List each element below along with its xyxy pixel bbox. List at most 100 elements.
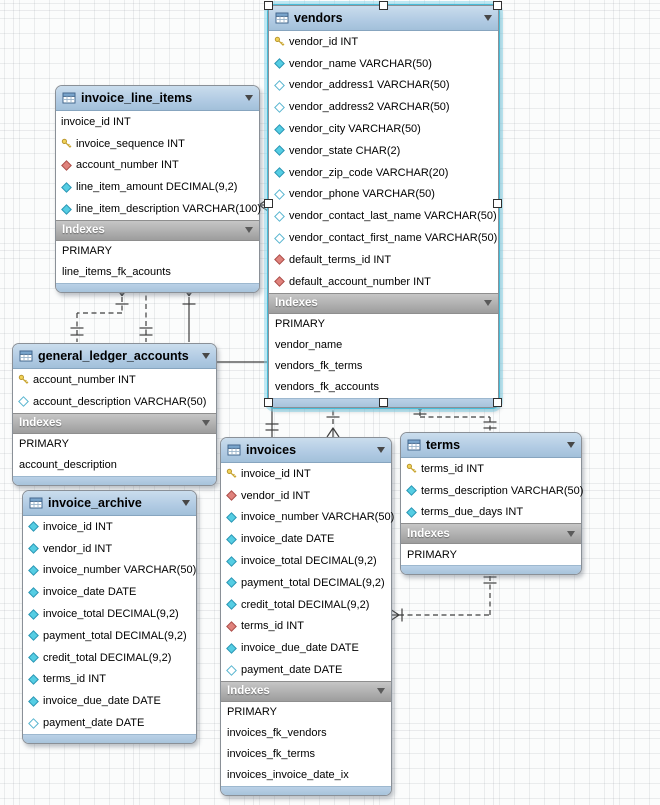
- field-row[interactable]: account_number INT: [13, 369, 216, 391]
- field-row[interactable]: invoice_date DATE: [221, 528, 391, 550]
- index-row[interactable]: PRIMARY: [269, 314, 498, 335]
- field-row[interactable]: line_item_description VARCHAR(100): [56, 198, 261, 220]
- indexes-section-header[interactable]: Indexes: [13, 412, 216, 434]
- table-header[interactable]: vendors: [269, 6, 498, 31]
- field-row[interactable]: vendor_name VARCHAR(50): [269, 53, 498, 75]
- collapse-arrow-icon[interactable]: [202, 420, 210, 427]
- field-row[interactable]: invoice_date DATE: [23, 581, 196, 603]
- field-row[interactable]: vendor_contact_first_name VARCHAR(50): [269, 227, 498, 249]
- field-row[interactable]: vendor_id INT: [221, 485, 391, 507]
- field-label: terms_description VARCHAR(50): [421, 484, 584, 497]
- field-row[interactable]: terms_id INT: [23, 669, 196, 691]
- index-row[interactable]: line_items_fk_acounts: [56, 262, 259, 283]
- field-row[interactable]: terms_due_days INT: [401, 502, 581, 524]
- relationship-vendors_fk_terms[interactable]: [413, 401, 497, 431]
- index-row[interactable]: invoices_fk_vendors: [221, 723, 391, 744]
- relationship-line_items_fk_acounts[interactable]: [70, 286, 129, 342]
- selection-handle[interactable]: [264, 199, 273, 208]
- collapse-arrow-icon[interactable]: [245, 227, 253, 234]
- collapse-arrow-icon[interactable]: [377, 447, 385, 453]
- field-row[interactable]: invoice_id INT: [221, 463, 391, 485]
- collapse-arrow-icon[interactable]: [567, 442, 575, 448]
- field-row[interactable]: vendor_id INT: [269, 31, 498, 53]
- field-row[interactable]: invoice_number VARCHAR(50): [221, 507, 394, 529]
- index-row[interactable]: vendors_fk_terms: [269, 356, 498, 377]
- field-row[interactable]: invoice_number VARCHAR(50): [23, 560, 196, 582]
- table-header[interactable]: invoice_archive: [23, 491, 196, 516]
- selection-handle[interactable]: [493, 1, 502, 10]
- selection-handle[interactable]: [379, 398, 388, 407]
- field-row[interactable]: line_item_amount DECIMAL(9,2): [56, 176, 259, 198]
- collapse-arrow-icon[interactable]: [245, 95, 253, 101]
- index-row[interactable]: vendors_fk_accounts: [269, 377, 498, 398]
- index-row[interactable]: PRIMARY: [56, 241, 259, 262]
- collapse-arrow-icon[interactable]: [182, 500, 190, 506]
- field-row[interactable]: invoice_due_date DATE: [221, 637, 391, 659]
- table-header[interactable]: invoices: [221, 438, 391, 463]
- indexes-section-header[interactable]: Indexes: [56, 219, 259, 241]
- field-row[interactable]: vendor_contact_last_name VARCHAR(50): [269, 205, 498, 227]
- collapse-arrow-icon[interactable]: [484, 300, 492, 307]
- field-row[interactable]: terms_description VARCHAR(50): [401, 480, 584, 502]
- field-row[interactable]: invoice_id INT: [56, 111, 259, 133]
- table-header[interactable]: invoice_line_items: [56, 86, 259, 111]
- field-row[interactable]: vendor_state CHAR(2): [269, 140, 498, 162]
- index-row[interactable]: PRIMARY: [401, 544, 581, 565]
- field-label: payment_date DATE: [43, 717, 145, 730]
- field-row[interactable]: invoice_id INT: [23, 516, 196, 538]
- field-row[interactable]: vendor_zip_code VARCHAR(20): [269, 162, 498, 184]
- field-row[interactable]: payment_date DATE: [23, 712, 196, 734]
- collapse-arrow-icon[interactable]: [202, 353, 210, 359]
- selection-handle[interactable]: [379, 1, 388, 10]
- field-row[interactable]: vendor_city VARCHAR(50): [269, 118, 498, 140]
- field-row[interactable]: default_account_number INT: [269, 271, 498, 293]
- field-row[interactable]: terms_id INT: [221, 616, 391, 638]
- index-row[interactable]: invoices_fk_terms: [221, 744, 391, 765]
- collapse-arrow-icon[interactable]: [567, 530, 575, 537]
- table-header[interactable]: terms: [401, 433, 581, 458]
- field-row[interactable]: credit_total DECIMAL(9,2): [221, 594, 391, 616]
- index-row[interactable]: PRIMARY: [13, 434, 216, 455]
- field-row[interactable]: payment_total DECIMAL(9,2): [221, 572, 391, 594]
- field-row[interactable]: vendor_address1 VARCHAR(50): [269, 75, 498, 97]
- field-row[interactable]: account_description VARCHAR(50): [13, 391, 216, 413]
- field-row[interactable]: account_number INT: [56, 155, 259, 177]
- field-row[interactable]: payment_date DATE: [221, 659, 391, 681]
- field-row[interactable]: invoice_total DECIMAL(9,2): [23, 603, 196, 625]
- table-icon: [407, 439, 421, 451]
- selection-handle[interactable]: [493, 398, 502, 407]
- selection-handle[interactable]: [264, 398, 273, 407]
- index-row[interactable]: invoices_invoice_date_ix: [221, 765, 391, 786]
- field-row[interactable]: vendor_id INT: [23, 538, 196, 560]
- field-row[interactable]: default_terms_id INT: [269, 249, 498, 271]
- field-row[interactable]: credit_total DECIMAL(9,2): [23, 647, 196, 669]
- selection-handle[interactable]: [493, 199, 502, 208]
- field-row[interactable]: vendor_address2 VARCHAR(50): [269, 96, 498, 118]
- selection-handle[interactable]: [264, 1, 273, 10]
- indexes-section-header[interactable]: Indexes: [401, 523, 581, 545]
- field-label: line_item_amount DECIMAL(9,2): [76, 181, 238, 194]
- foreign-key-column-icon: [274, 254, 285, 266]
- index-row[interactable]: vendor_name: [269, 335, 498, 356]
- field-row[interactable]: invoice_sequence INT: [56, 133, 259, 155]
- collapse-arrow-icon[interactable]: [377, 688, 385, 695]
- index-row[interactable]: account_description: [13, 455, 216, 476]
- field-row[interactable]: terms_id INT: [401, 458, 581, 480]
- table-header[interactable]: general_ledger_accounts: [13, 344, 216, 369]
- index-row[interactable]: PRIMARY: [221, 702, 391, 723]
- field-row[interactable]: payment_total DECIMAL(9,2): [23, 625, 196, 647]
- field-row[interactable]: invoice_total DECIMAL(9,2): [221, 550, 391, 572]
- field-row[interactable]: vendor_phone VARCHAR(50): [269, 184, 498, 206]
- collapse-arrow-icon[interactable]: [484, 15, 492, 21]
- indexes-section-header[interactable]: Indexes: [269, 292, 498, 314]
- relationship-invoices_fk_terms[interactable]: [389, 570, 497, 622]
- indexes-section-header[interactable]: Indexes: [221, 680, 391, 702]
- field-row[interactable]: invoice_due_date DATE: [23, 690, 196, 712]
